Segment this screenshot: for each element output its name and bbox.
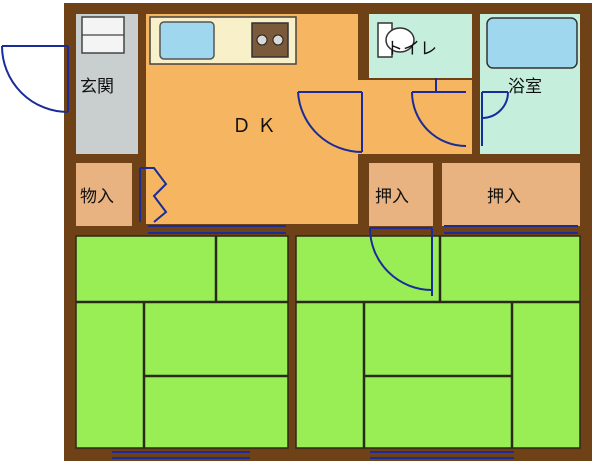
toilet-icon — [377, 22, 415, 58]
tatami-room-left — [75, 235, 289, 449]
label-closet-right: 押入 — [487, 187, 521, 207]
storage-door — [139, 167, 168, 223]
fusuma-right — [444, 225, 578, 234]
tatami-mats-right — [296, 236, 580, 448]
label-dk: ＤＫ — [232, 115, 282, 137]
storage-floor — [76, 163, 132, 226]
closet-right-floor — [442, 163, 580, 226]
label-closet-center: 押入 — [375, 187, 409, 207]
bathtub-icon — [486, 17, 578, 69]
closet-center-floor — [369, 163, 433, 226]
fusuma-left — [148, 225, 286, 234]
label-toilet: トイレ — [386, 39, 437, 59]
entrance-door — [1, 45, 69, 113]
closet-center-door — [369, 227, 433, 296]
window-right — [370, 451, 514, 459]
sink-icon — [159, 21, 215, 60]
tatami-room-right — [295, 235, 581, 449]
tatami-mats-left — [76, 236, 288, 448]
window-left — [112, 451, 250, 459]
stove-icon — [251, 22, 289, 58]
hall-door — [297, 91, 363, 154]
label-storage: 物入 — [80, 187, 114, 207]
label-bath: 浴室 — [508, 77, 542, 97]
label-entrance: 玄関 — [80, 77, 114, 97]
shoe-cabinet-icon — [81, 16, 125, 54]
toilet-door — [411, 78, 467, 147]
bath-door — [481, 91, 509, 146]
